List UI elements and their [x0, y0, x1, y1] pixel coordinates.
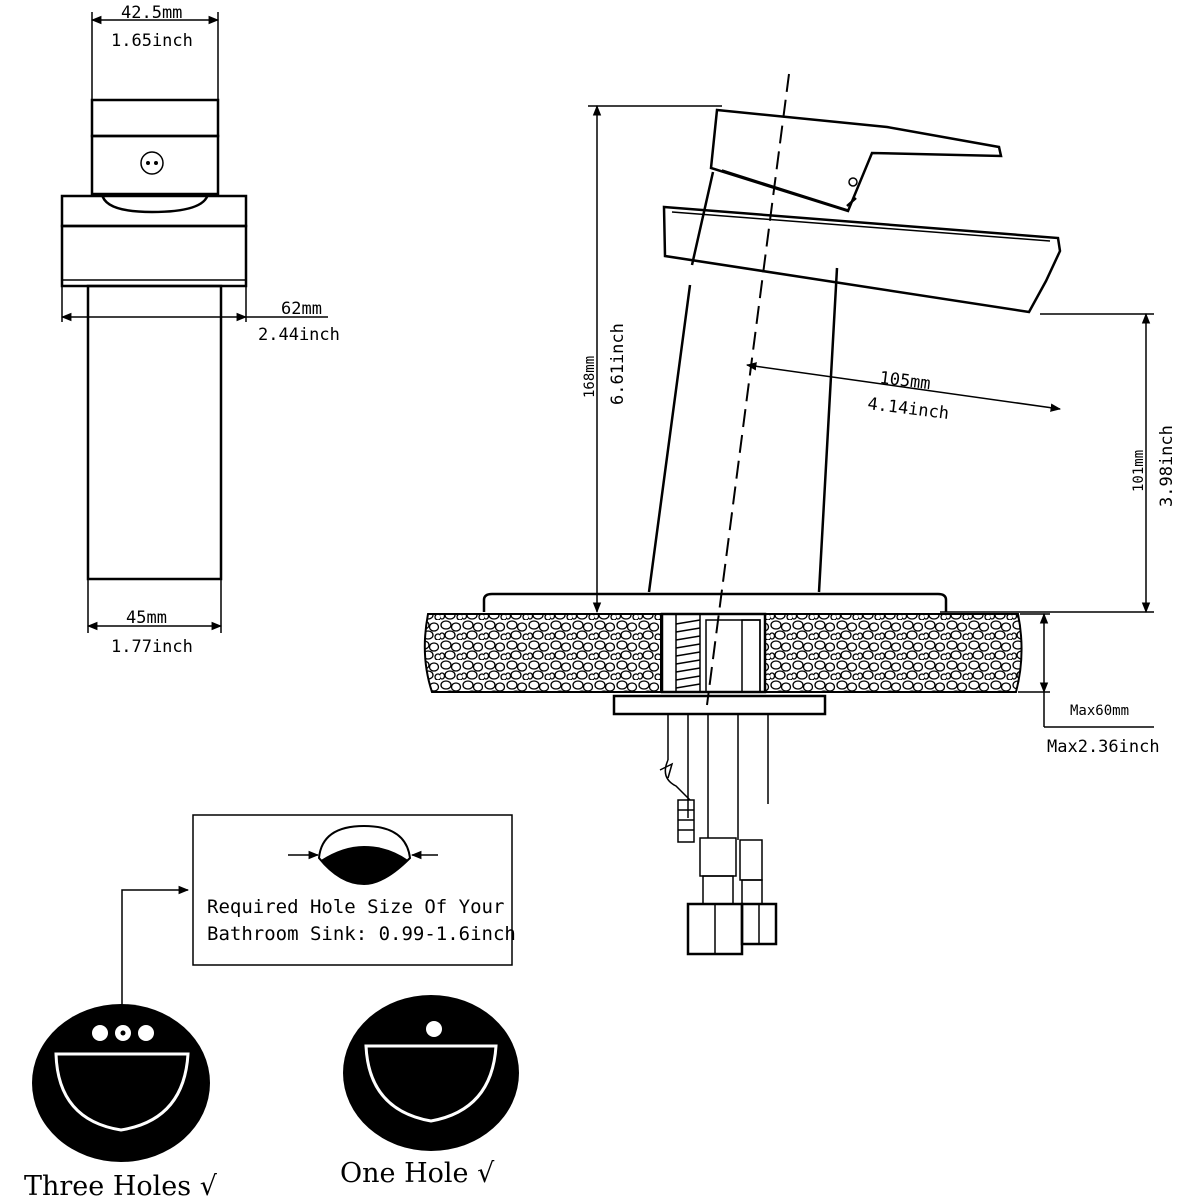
threaded-rod [675, 619, 701, 689]
max-deck-mm: Max60mm [1070, 703, 1129, 719]
mounting-plate [612, 694, 827, 716]
sink-one-hole: One Hole √ [340, 995, 519, 1189]
depth-mm: 62mm [281, 299, 322, 319]
sink-single-hole-icon [426, 1021, 442, 1037]
spout-height-mm: 101mm [1131, 450, 1147, 492]
reach-inch: 4.14inch [866, 394, 950, 424]
side-handle-body [90, 134, 220, 196]
top-width-inch: 1.65inch [111, 31, 193, 51]
sink-hole-left-icon [92, 1025, 108, 1041]
countertop-right [764, 613, 1023, 693]
front-view: 168mm 6.61inch 105mm 4.14inch 101mm 3.98… [423, 73, 1177, 956]
height-inch: 6.61inch [608, 323, 628, 405]
hole-note-line1: Required Hole Size Of Your [207, 896, 504, 918]
height-mm: 168mm [582, 356, 598, 398]
top-width-mm: 42.5mm [121, 3, 182, 23]
front-body [647, 267, 839, 593]
one-hole-label: One Hole √ [340, 1158, 495, 1189]
dim-line-reach [745, 362, 1062, 412]
hole-note-box [192, 814, 513, 966]
base-width-mm: 45mm [126, 608, 167, 628]
center-line [706, 73, 790, 706]
three-holes-label: Three Holes √ [24, 1171, 218, 1200]
max-deck-inch: Max2.36inch [1047, 737, 1160, 757]
side-spout-body [60, 224, 248, 288]
sink-hole-right-icon [138, 1025, 154, 1041]
front-handle [709, 108, 1003, 213]
depth-inch: 2.44inch [258, 325, 340, 345]
spout-height-inch: 3.98inch [1157, 425, 1177, 507]
side-view: 42.5mm 1.65inch 62mm 2.44inch 45mm 1.77i… [60, 3, 340, 657]
shank-bolt [677, 799, 695, 843]
front-spout [662, 205, 1062, 314]
side-handle-top [90, 98, 220, 138]
side-handle-screw-icon [140, 151, 164, 175]
reach-mm: 105mm [878, 368, 931, 394]
deck-plate [482, 592, 948, 612]
hole-note-line2: Bathroom Sink: 0.99-1.6inch [207, 923, 516, 945]
base-width-inch: 1.77inch [111, 637, 193, 657]
side-body [86, 284, 223, 581]
sink-three-holes: Three Holes √ [24, 1004, 218, 1200]
hole-size-note: Required Hole Size Of Your Bathroom Sink… [121, 814, 516, 1008]
countertop-left [423, 613, 662, 693]
